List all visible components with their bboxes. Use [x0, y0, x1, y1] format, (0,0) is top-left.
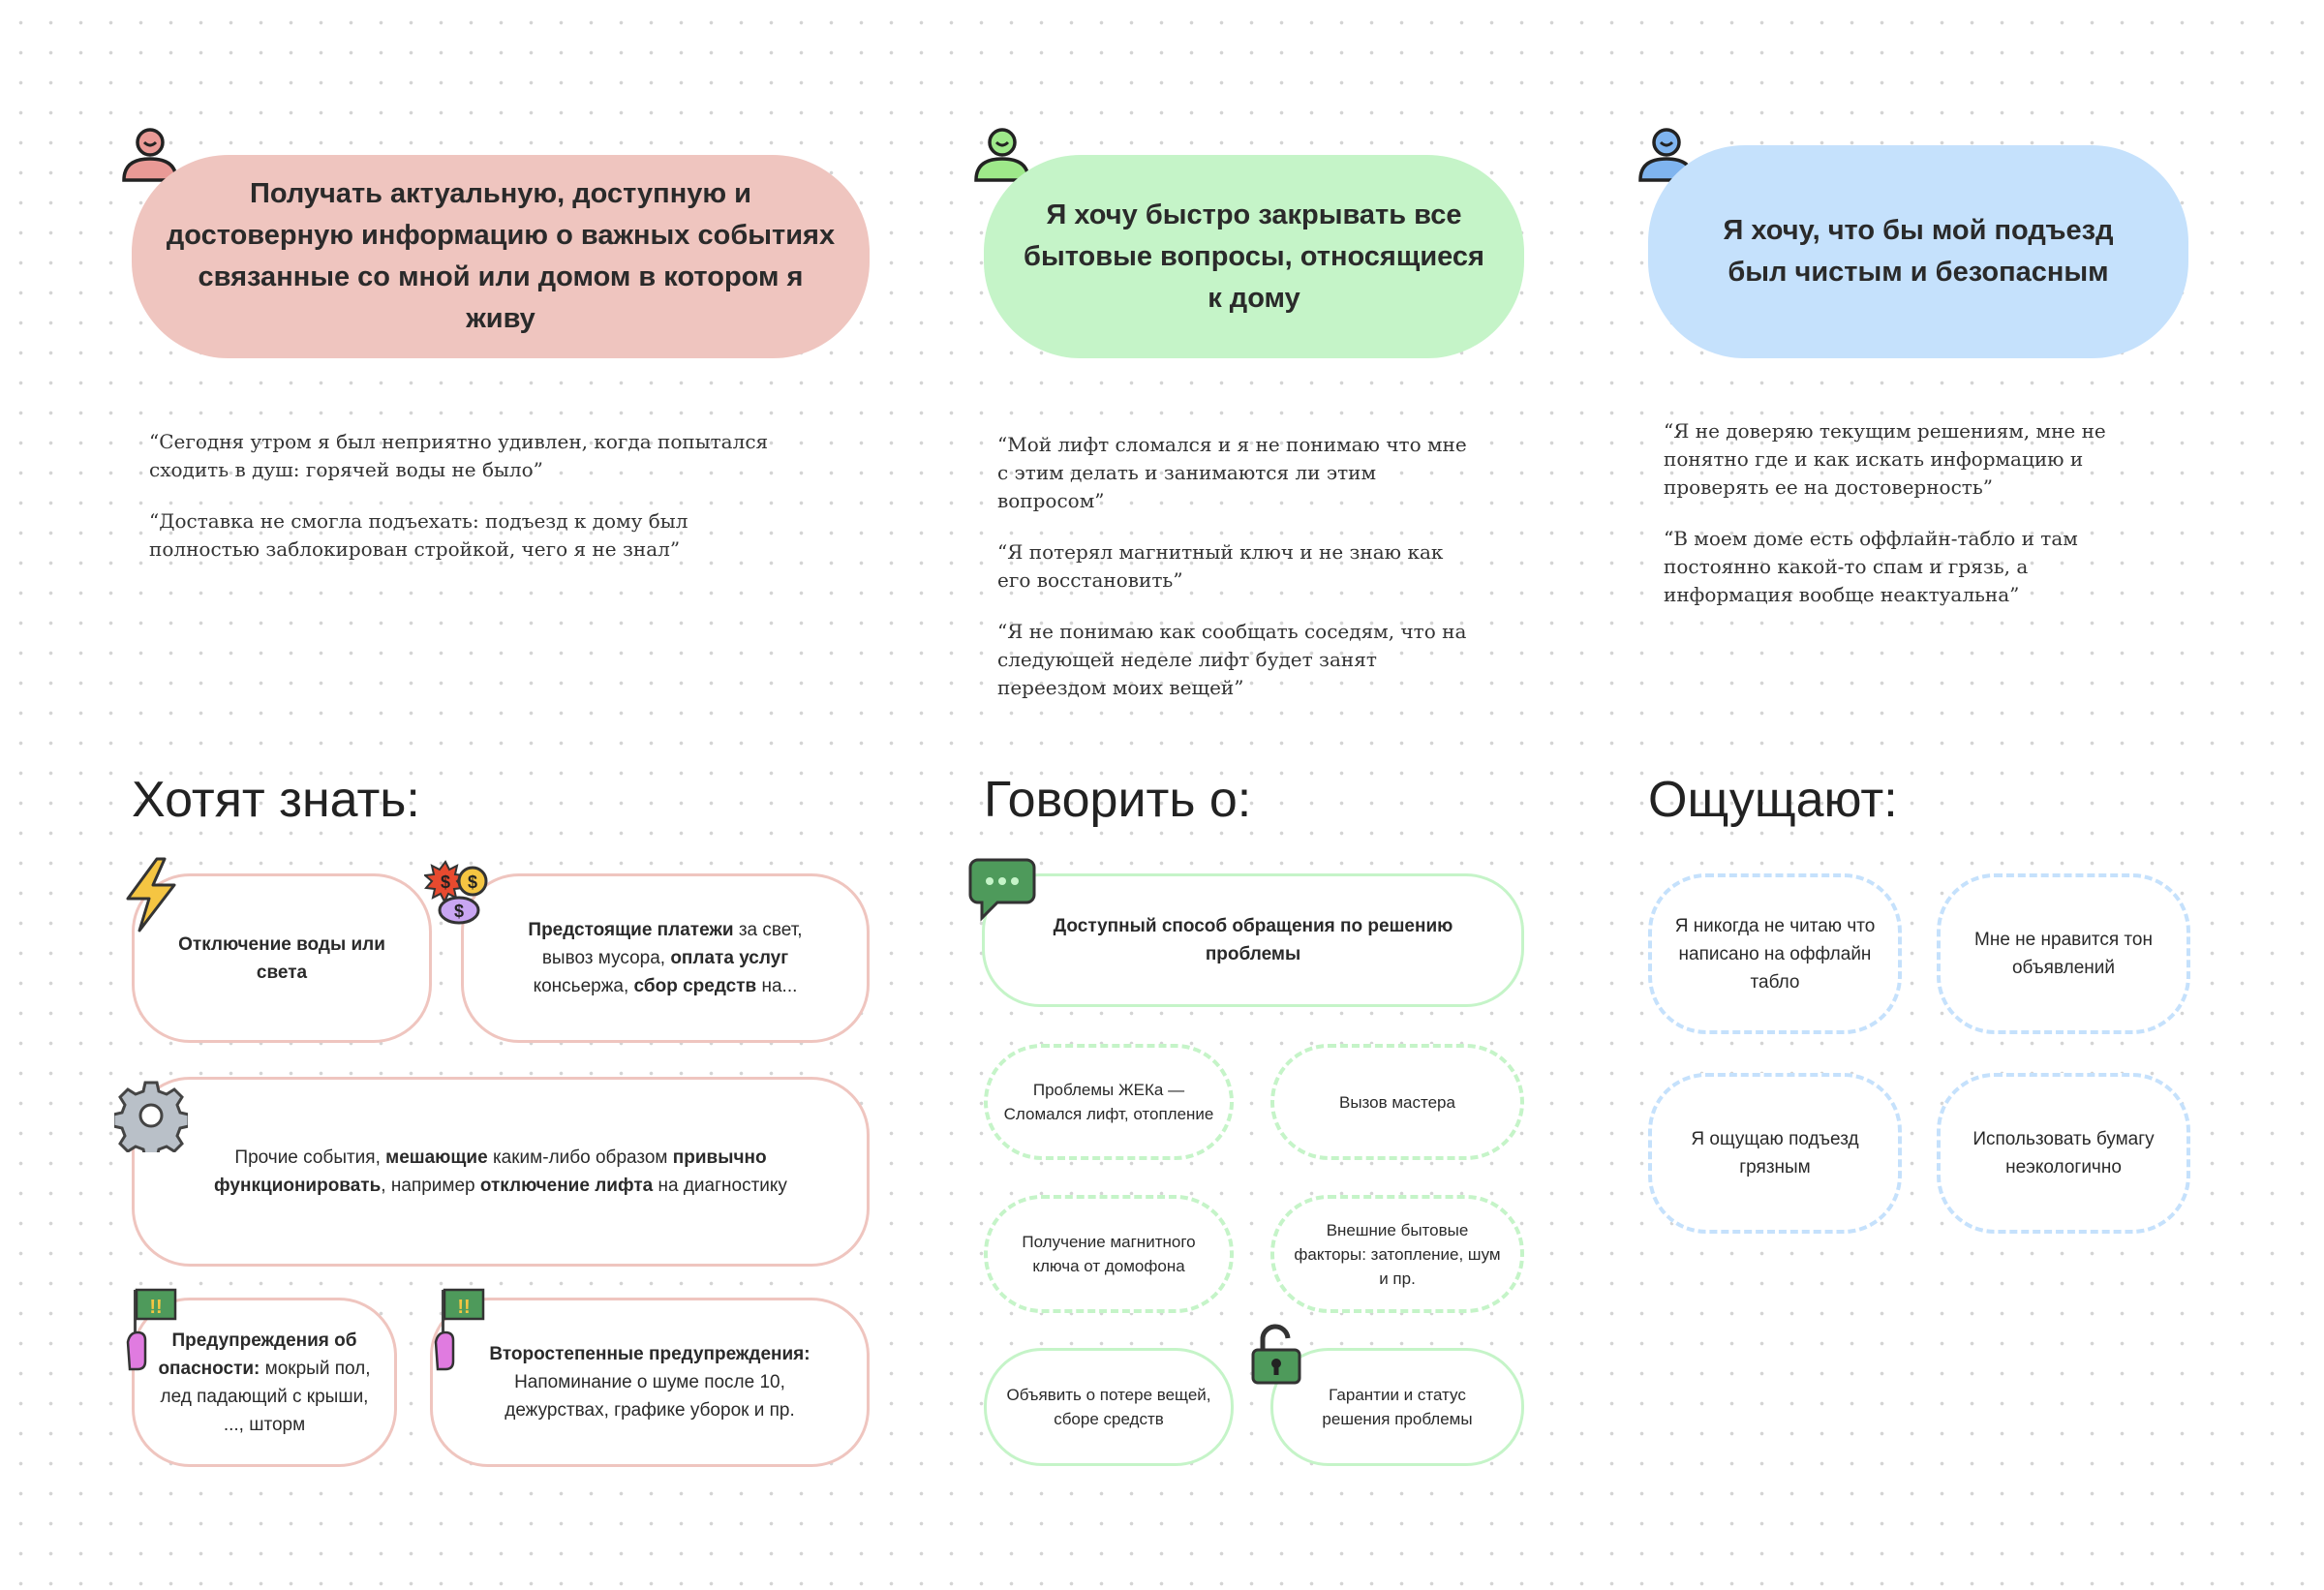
- goal-text: Я хочу быстро закрывать все бытовые вопр…: [1024, 199, 1484, 314]
- talk-card-item: Гарантии и статус решения проблемы: [1270, 1348, 1524, 1466]
- svg-text:!!: !!: [457, 1297, 470, 1318]
- know-card-payments: Предстоящие платежи за свет, вывоз мусор…: [461, 873, 870, 1043]
- card-text: Доступный способ обращения по решению пр…: [1053, 916, 1453, 964]
- svg-text:$: $: [454, 902, 464, 921]
- section-title-feel: Ощущают:: [1648, 772, 1898, 828]
- quote: “В моем доме есть оффлайн-табло и там по…: [1664, 527, 2078, 606]
- chat-icon: [968, 858, 1036, 922]
- card-text: Я ощущаю подъезд грязным: [1691, 1129, 1859, 1177]
- feel-card: Использовать бумагу неэкологично: [1937, 1073, 2190, 1234]
- talk-card-item: Получение магнитного ключа от домофона: [984, 1195, 1234, 1313]
- feel-card: Я ощущаю подъезд грязным: [1648, 1073, 1902, 1234]
- talk-card-item: Внешние бытовые факторы: затопление, шум…: [1270, 1195, 1524, 1313]
- quote: “Мой лифт сломался и я не понимаю что мн…: [997, 433, 1467, 512]
- card-text: Предстоящие платежи за свет, вывоз мусор…: [528, 920, 803, 996]
- quote: “Я потерял магнитный ключ и не знаю как …: [997, 540, 1444, 592]
- card-text: Отключение воды или света: [178, 933, 385, 983]
- talk-card-item: Объявить о потере вещей, сборе средств: [984, 1348, 1234, 1466]
- lightning-icon: [126, 857, 176, 933]
- goal-card-info: Получать актуальную, доступную и достове…: [132, 155, 870, 358]
- card-text: Получение магнитного ключа от домофона: [1022, 1233, 1196, 1275]
- know-card-outage: Отключение воды или света: [132, 873, 432, 1043]
- card-text: Предупреждения об опасности: мокрый пол,…: [158, 1330, 371, 1435]
- know-card-danger: Предупреждения об опасности: мокрый пол,…: [132, 1298, 397, 1467]
- flag-hand-icon: !!: [126, 1288, 177, 1371]
- feel-card: Я никогда не читаю что написано на оффла…: [1648, 873, 1902, 1034]
- quotes-col-1: “Сегодня утром я был неприятно удивлен, …: [149, 428, 779, 587]
- talk-card-main: Доступный способ обращения по решению пр…: [982, 873, 1524, 1007]
- card-text: Внешние бытовые факторы: затопление, шум…: [1294, 1220, 1501, 1288]
- quote: “Я не доверяю текущим решениям, мне не п…: [1664, 419, 2106, 499]
- feel-card: Мне не нравится тон объявлений: [1937, 873, 2190, 1034]
- quotes-col-2: “Мой лифт сломался и я не понимаю что мн…: [997, 431, 1472, 725]
- quote: “Я не понимаю как сообщать соседям, что …: [997, 620, 1467, 699]
- card-text: Я никогда не читаю что написано на оффла…: [1674, 915, 1876, 993]
- know-card-secondary: Второстепенные предупреждения: Напоминан…: [430, 1298, 870, 1467]
- svg-text:!!: !!: [149, 1297, 162, 1318]
- card-text: Использовать бумагу неэкологично: [1972, 1129, 2155, 1177]
- quote: “Сегодня утром я был неприятно удивлен, …: [149, 430, 769, 481]
- person-icon: [122, 128, 178, 182]
- quotes-col-3: “Я не доверяю текущим решениям, мне не п…: [1664, 417, 2128, 632]
- unlock-icon: [1251, 1324, 1301, 1385]
- svg-text:$: $: [441, 872, 450, 892]
- gear-icon: [114, 1081, 188, 1152]
- talk-card-item: Проблемы ЖЕКа — Сломался лифт, отопление: [984, 1044, 1234, 1160]
- card-text: Второстепенные предупреждения: Напоминан…: [489, 1344, 810, 1421]
- card-text: Объявить о потере вещей, сборе средств: [1006, 1386, 1211, 1428]
- talk-card-item: Вызов мастера: [1270, 1044, 1524, 1160]
- quote: “Доставка не смогла подъехать: подъезд к…: [149, 509, 688, 561]
- card-text: Вызов мастера: [1339, 1092, 1455, 1112]
- goal-text: Я хочу, что бы мой подъезд был чистым и …: [1723, 215, 2114, 288]
- section-title-know: Хотят знать:: [132, 772, 420, 828]
- svg-text:$: $: [468, 872, 477, 892]
- know-card-other-events: Прочие события, мешающие каким-либо обра…: [132, 1077, 870, 1267]
- goal-text: Получать актуальную, доступную и достове…: [166, 178, 836, 334]
- section-title-talk: Говорить о:: [984, 772, 1252, 828]
- goal-card-clean: Я хочу, что бы мой подъезд был чистым и …: [1648, 145, 2188, 358]
- card-text: Гарантии и статус решения проблемы: [1322, 1386, 1473, 1428]
- goal-card-household: Я хочу быстро закрывать все бытовые вопр…: [984, 155, 1524, 358]
- card-text: Мне не нравится тон объявлений: [1974, 930, 2153, 978]
- card-text: Прочие события, мешающие каким-либо обра…: [214, 1147, 787, 1196]
- flag-hand-icon: !!: [434, 1288, 485, 1371]
- money-icon: $ $ $: [424, 860, 488, 925]
- card-text: Проблемы ЖЕКа — Сломался лифт, отопление: [1003, 1081, 1214, 1123]
